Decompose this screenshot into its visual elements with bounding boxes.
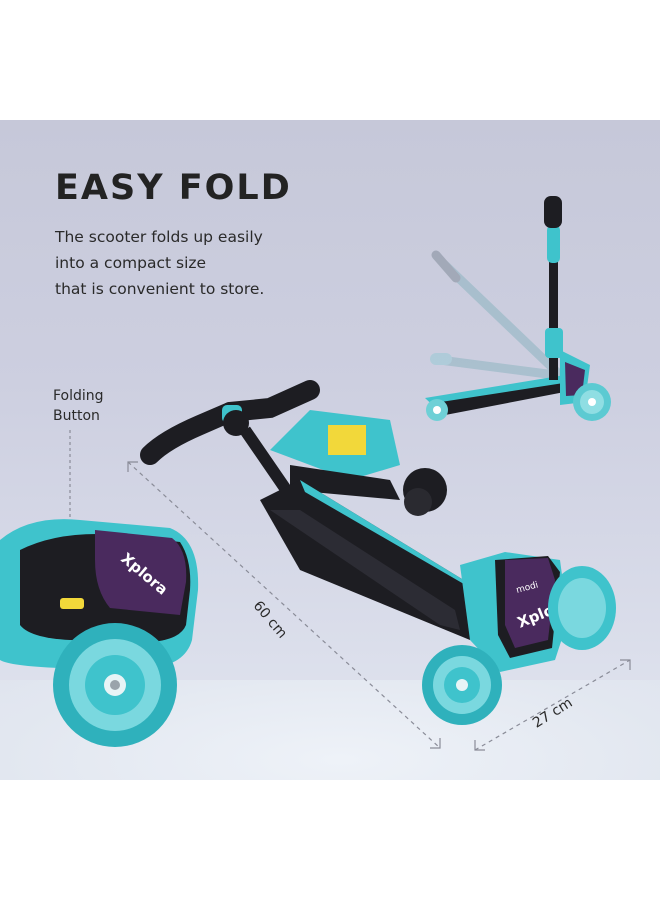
description-line: The scooter folds up easily bbox=[55, 228, 263, 246]
scooter-illustration: Xplora bbox=[0, 196, 631, 751]
folded-scooter-main: modi Xplora bbox=[140, 380, 616, 725]
callout-line: Button bbox=[53, 408, 100, 424]
description-line: that is convenient to store. bbox=[55, 280, 265, 298]
feature-description: The scooter folds up easily into a compa… bbox=[55, 224, 355, 302]
width-dimension-line bbox=[474, 659, 631, 751]
folding-button[interactable] bbox=[60, 598, 84, 609]
length-dimension-line bbox=[127, 461, 441, 749]
description-line: into a compact size bbox=[55, 254, 207, 272]
feature-heading: EASY FOLD bbox=[55, 168, 292, 208]
callout-line: Folding bbox=[53, 388, 104, 404]
folding-button-closeup: Xplora bbox=[0, 519, 199, 747]
folding-sequence-scooter bbox=[425, 196, 611, 421]
product-feature-panel: Xplora bbox=[0, 120, 660, 780]
folding-button-callout: Folding Button bbox=[53, 386, 104, 426]
